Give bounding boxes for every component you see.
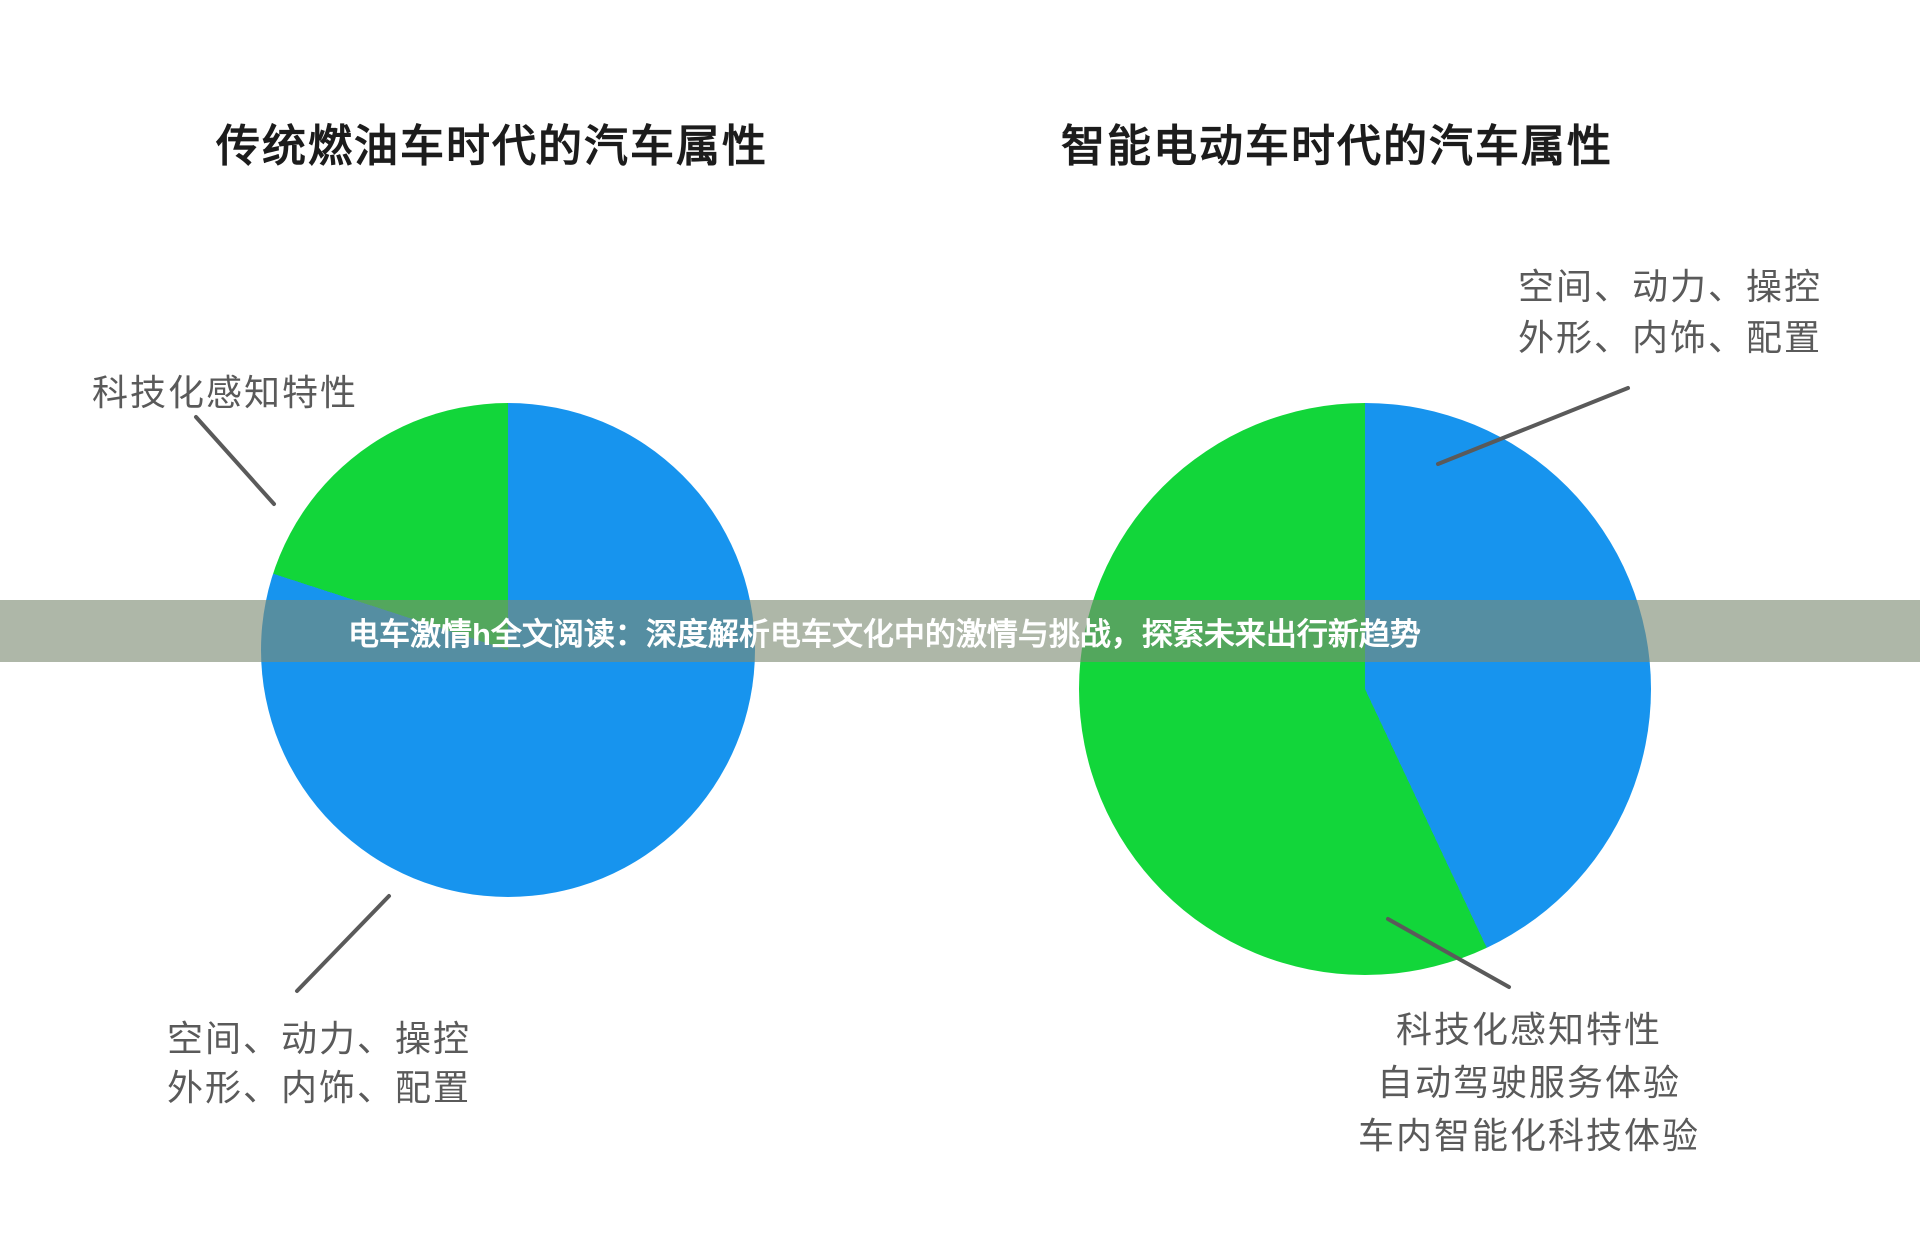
left-pie-blue-label-line1: 空间、动力、操控 [167,1018,472,1059]
banner-title-text: 电车激情h全文阅读：深度解析电车文化中的激情与挑战，探索未来出行新趋势 [348,616,1421,652]
right-pie-green-label-line2: 自动驾驶服务体验 [1376,1062,1681,1103]
left-pie-green-slice-label: 科技化感知特性 [92,372,359,413]
right-pie-green-label-line3: 车内智能化科技体验 [1357,1115,1700,1156]
right-pie-blue-slice-label: 空间、动力、操控 外形、内饰、配置 [1518,261,1822,363]
right-chart-title: 智能电动车时代的汽车属性 [1061,122,1613,171]
title-overlay-banner: 电车激情h全文阅读：深度解析电车文化中的激情与挑战，探索未来出行新趋势 [0,600,1920,662]
leader-line-left-blue [295,894,391,993]
leader-line-left-green [194,415,276,506]
right-pie-blue-label-line2: 外形、内饰、配置 [1518,317,1823,358]
pie-chart-smart-ev-era [1079,403,1651,975]
left-pie-blue-label-line2: 外形、内饰、配置 [167,1067,472,1108]
right-pie-blue-label-line1: 空间、动力、操控 [1518,266,1823,307]
left-pie-blue-slice-label: 空间、动力、操控 外形、内饰、配置 [167,1014,471,1112]
left-chart-title: 传统燃油车时代的汽车属性 [216,122,768,171]
right-pie-green-slice-label: 科技化感知特性 自动驾驶服务体验 车内智能化科技体验 [1329,1003,1729,1162]
right-pie-green-label-line1: 科技化感知特性 [1395,1009,1662,1050]
